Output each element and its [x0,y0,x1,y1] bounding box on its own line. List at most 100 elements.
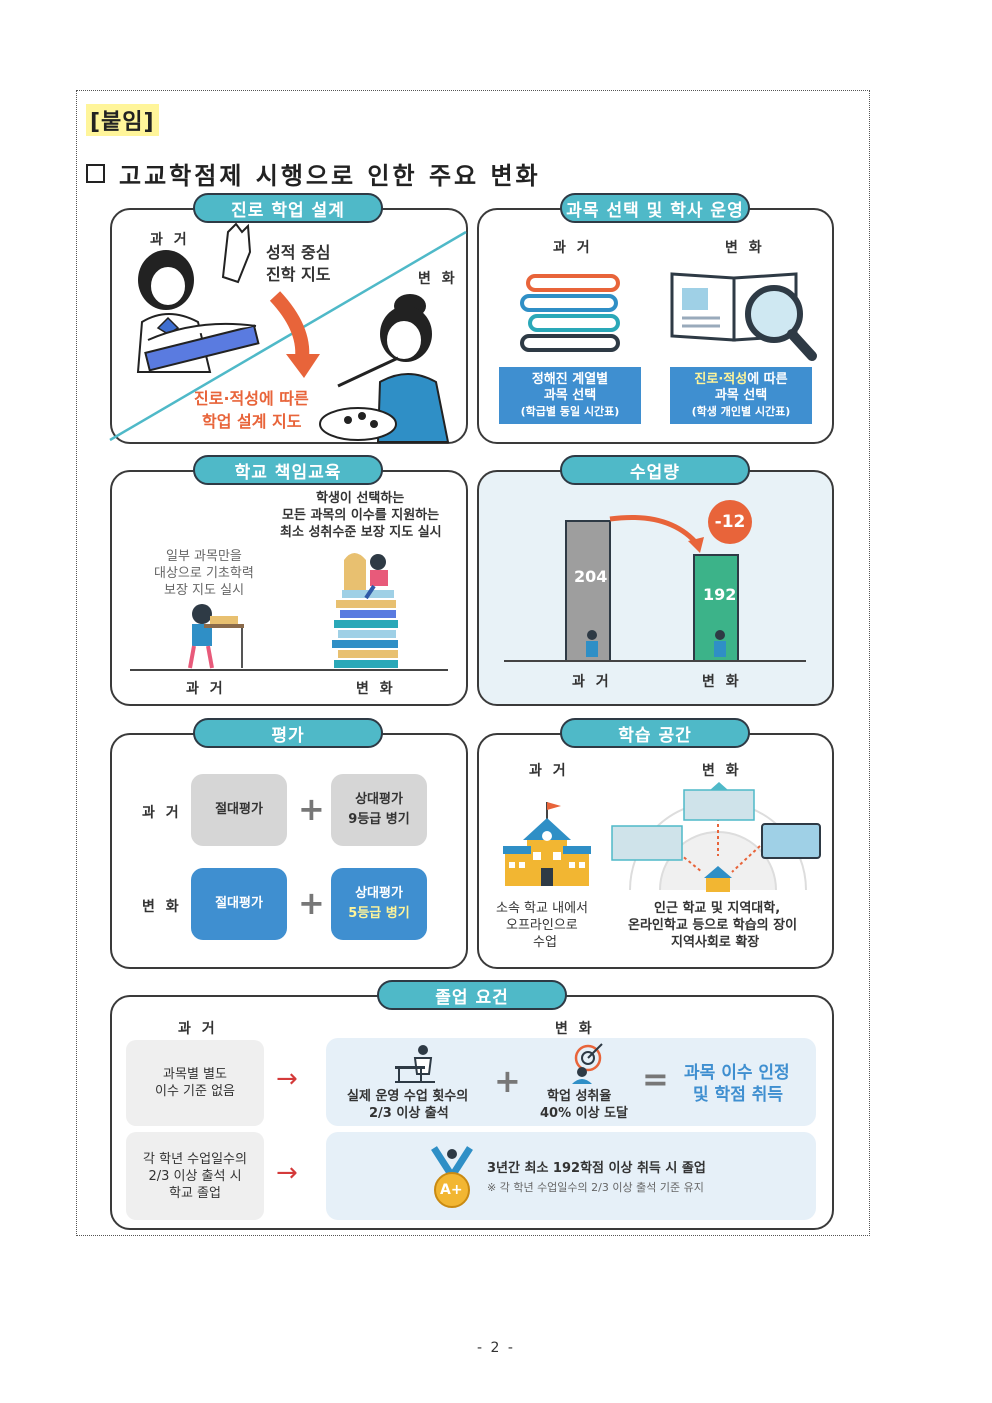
space-past-label: 과 거 [529,763,569,779]
student-painting-icon [319,294,450,443]
space-change-text-3: 지역사회로 확장 [671,935,760,950]
school-building-icon [503,802,591,886]
subject-past-label: 과 거 [553,240,593,256]
graduation-final-main: 3년간 최소 192학점 이상 취득 시 졸업 [487,1161,706,1176]
attendance-desk-icon [395,1045,435,1083]
career-past-text-1: 성적 중심 [266,243,331,262]
student-desk-icon [188,604,244,669]
subject-change-highlight: 진로·적성 [694,371,748,387]
responsibility-change-text-1: 학생이 선택하는 [316,491,405,506]
checkbox-square-icon [86,164,105,183]
subject-past-box-line3: (학급별 동일 시간표) [520,404,620,418]
section-title-subject: 과목 선택 및 학사 운영 [560,193,750,223]
section-title-evaluation: 평가 [193,718,383,748]
responsibility-change-text-2: 모든 과목의 이수를 지원하는 [282,508,440,523]
space-change-text-1: 인근 학교 및 지역대학, [654,901,781,916]
career-past-text-2: 진학 지도 [266,265,331,284]
attachment-label: [붙임] [86,104,159,136]
subject-change-box-line1: 진로·적성에 따른 [670,372,812,388]
hours-diff-badge: -12 [708,500,752,544]
diagonal-divider [109,230,467,442]
hours-change-label: 변 화 [702,674,742,690]
subject-change-box-suffix: 에 따른 [747,371,788,387]
section-title-responsibility: 학교 책임교육 [193,455,383,485]
evaluation-change-plus: + [298,884,325,922]
book-stack-icon [520,274,620,352]
career-change-text-2: 학업 설계 지도 [202,412,302,431]
graduation-cond2-line1: 학업 성취율 [547,1089,612,1104]
subject-change-box-line3: (학생 개인별 시간표) [691,404,791,418]
subject-past-box-line1: 정해진 계열별 [531,371,609,387]
graduation-plus: + [494,1062,521,1100]
graduation-final-note: ※ 각 학년 수업일수의 2/3 이상 출석 기준 유지 [487,1181,704,1194]
graduation-arrow-1: → [276,1064,298,1094]
subject-change-box: 진로·적성에 따른 과목 선택 (학생 개인별 시간표) [670,367,812,424]
career-change-text-1: 진로·적성에 따른 [194,389,309,408]
evaluation-change-relative-2: 5등급 병기 [348,906,410,921]
attachment-frame [76,90,870,1236]
target-achievement-icon [572,1043,603,1084]
space-past-text-1: 소속 학교 내에서 [496,901,588,916]
evaluation-change-relative-1: 상대평가 [355,886,403,901]
hours-bar-chart [504,514,806,662]
evaluation-past-label: 과 거 [142,805,182,821]
responsibility-past-text-2: 대상으로 기초학력 [154,566,254,581]
graduation-change-row-2 [326,1132,816,1220]
space-past-text-2: 오프라인으로 [506,918,578,933]
career-past-label: 과 거 [150,232,190,248]
evaluation-change-relative: 상대평가 5등급 병기 [331,868,427,940]
responsibility-change-label: 변 화 [356,681,396,697]
space-change-text-2: 온라인학교 등으로 학습의 장이 [628,918,798,933]
evaluation-change-label: 변 화 [142,899,182,915]
book-tower-icon [332,553,398,668]
page-heading: 고교학점제 시행으로 인한 주요 변화 [86,156,541,191]
hours-past-value: 204 [574,567,608,586]
graduation-past-row-2: 각 학년 수업일수의 2/3 이상 출석 시 학교 졸업 [126,1132,264,1220]
graduation-past-label: 과 거 [178,1021,218,1037]
hours-past-label: 과 거 [572,674,612,690]
evaluation-past-absolute: 절대평가 [191,774,287,846]
evaluation-past-relative-2: 9등급 병기 [348,812,410,827]
section-title-graduation: 졸업 요건 [377,980,567,1010]
section-title-hours: 수업량 [560,455,750,485]
responsibility-past-text-3: 보장 지도 실시 [164,583,245,598]
graduation-cond1-line2: 2/3 이상 출석 [369,1106,449,1121]
subject-past-box: 정해진 계열별 과목 선택 (학급별 동일 시간표) [499,367,641,424]
heading-text: 고교학점제 시행으로 인한 주요 변화 [119,162,541,190]
graduation-equals: = [642,1060,669,1098]
graduation-past-row-1: 과목별 별도 이수 기준 없음 [126,1040,264,1126]
student-reading-icon [136,222,260,373]
subject-change-label: 변 화 [725,240,765,256]
hours-change-value: 192 [703,585,737,604]
evaluation-past-relative-1: 상대평가 [355,792,403,807]
page-number: - 2 - [477,1340,515,1356]
evaluation-past-plus: + [298,790,325,828]
graduation-past-row-2-line3: 학교 졸업 [169,1185,221,1201]
expanded-learning-network-icon [611,782,821,892]
graduation-arrow-2: → [276,1158,298,1188]
evaluation-change-absolute: 절대평가 [191,868,287,940]
graduation-medal-text: A+ [440,1182,463,1198]
panel-responsibility [110,470,468,706]
responsibility-past-text-1: 일부 과목만을 [166,549,242,564]
graduation-past-row-2-line1: 각 학년 수업일수의 [143,1151,247,1167]
graduation-change-label: 변 화 [555,1021,595,1037]
space-past-text-3: 수업 [533,935,557,950]
responsibility-change-text-3: 최소 성취수준 보장 지도 실시 [280,525,442,540]
graduation-past-row-2-line2: 2/3 이상 출석 시 [148,1168,242,1184]
evaluation-past-absolute-text: 절대평가 [215,802,263,817]
graduation-past-row-1-line2: 이수 기준 없음 [154,1084,236,1099]
graduation-result-line2: 및 학점 취득 [693,1085,784,1105]
panel-hours [477,470,834,706]
space-change-label: 변 화 [702,763,742,779]
career-change-label: 변 화 [418,271,458,287]
graduation-cond1-line1: 실제 운영 수업 횟수의 [347,1089,469,1104]
section-title-career: 진로 학업 설계 [193,193,383,223]
graduation-past-row-1-line1: 과목별 별도 [163,1067,227,1082]
book-magnifier-icon [670,272,817,361]
evaluation-past-relative: 상대평가 9등급 병기 [331,774,427,846]
responsibility-ground-line [130,669,448,671]
subject-change-box-line2: 과목 선택 [714,387,768,403]
subject-past-box-line2: 과목 선택 [543,387,597,403]
graduation-result-line1: 과목 이수 인정 [684,1063,790,1083]
